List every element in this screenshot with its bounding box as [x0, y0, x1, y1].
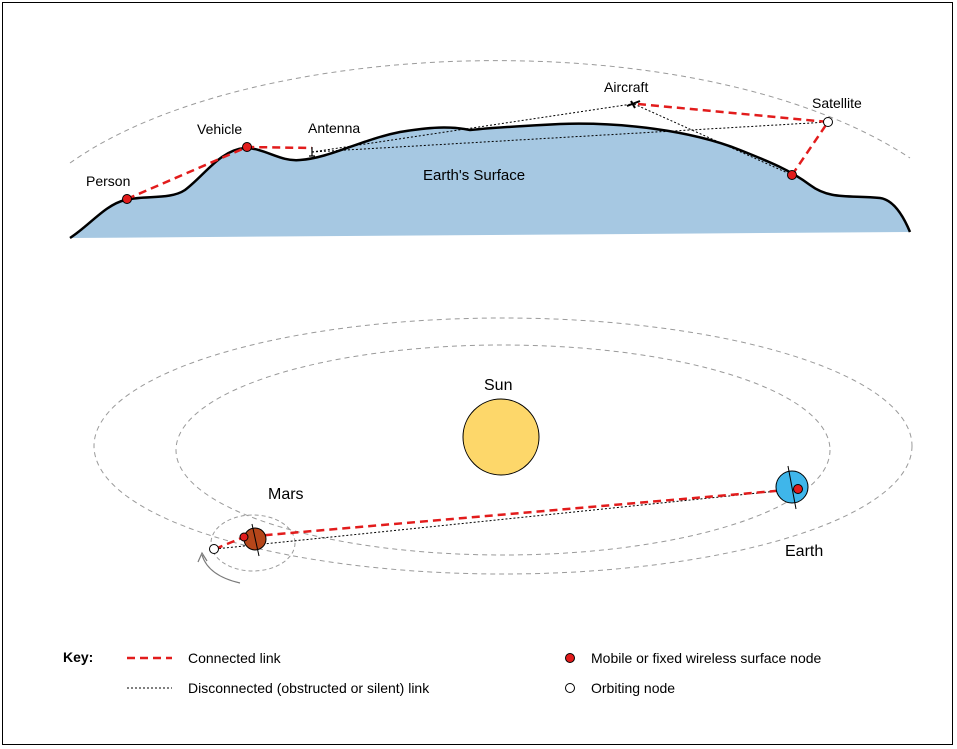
earth-surface-outline — [69, 122, 912, 240]
surface-label: Earth's Surface — [423, 167, 525, 184]
earth-orbit — [175, 344, 831, 556]
antenna-icon — [309, 147, 315, 157]
satellite-node — [823, 117, 833, 127]
earth-surface-node — [793, 484, 803, 494]
terrestrial-scene: Earth's Surface Person Vehicle Antenna A… — [69, 60, 912, 240]
mars-axis — [251, 523, 260, 557]
earth-axis — [787, 465, 797, 510]
vehicle-label: Vehicle — [197, 121, 242, 137]
legend-connected-label: Connected link — [188, 650, 282, 666]
vehicle-node — [242, 142, 252, 152]
legend-title: Key: — [63, 649, 93, 665]
disconnected-link-mars-earth — [214, 488, 798, 550]
legend: Key: Connected link Disconnected (obstru… — [63, 649, 822, 696]
earth-surface — [70, 123, 910, 238]
satellite-label: Satellite — [812, 95, 862, 111]
legend-surface-node-icon — [565, 653, 575, 663]
orbit-direction-arrowhead — [197, 551, 208, 563]
disconnected-link-aircraft-groundstation — [633, 103, 793, 176]
aircraft-icon — [626, 100, 641, 109]
legend-orbiting-node-label: Orbiting node — [591, 680, 675, 696]
earth-label: Earth — [785, 543, 823, 560]
aircraft-label: Aircraft — [604, 79, 648, 95]
orbit-direction-arrow — [201, 554, 241, 584]
mars-surface-node — [239, 532, 249, 542]
antenna-label: Antenna — [308, 120, 360, 136]
person-node — [122, 194, 132, 204]
legend-disconnected-label: Disconnected (obstructed or silent) link — [188, 680, 430, 696]
disconnected-link-antenna-aircraft — [311, 103, 633, 153]
mars-orbiter-node — [209, 544, 219, 554]
person-label: Person — [86, 173, 130, 189]
sun-label: Sun — [484, 377, 512, 394]
mars-label: Mars — [268, 486, 304, 503]
mars-orbit — [93, 317, 913, 575]
space-scene: Sun Mars Earth — [93, 317, 913, 584]
legend-orbiting-node-icon — [565, 683, 575, 693]
mars-satellite-orbit — [210, 514, 296, 572]
ground-station-node — [787, 170, 797, 180]
satellite-orbit-arc — [69, 60, 911, 164]
sun-icon — [462, 398, 540, 476]
legend-surface-node-label: Mobile or fixed wireless surface node — [591, 650, 822, 666]
